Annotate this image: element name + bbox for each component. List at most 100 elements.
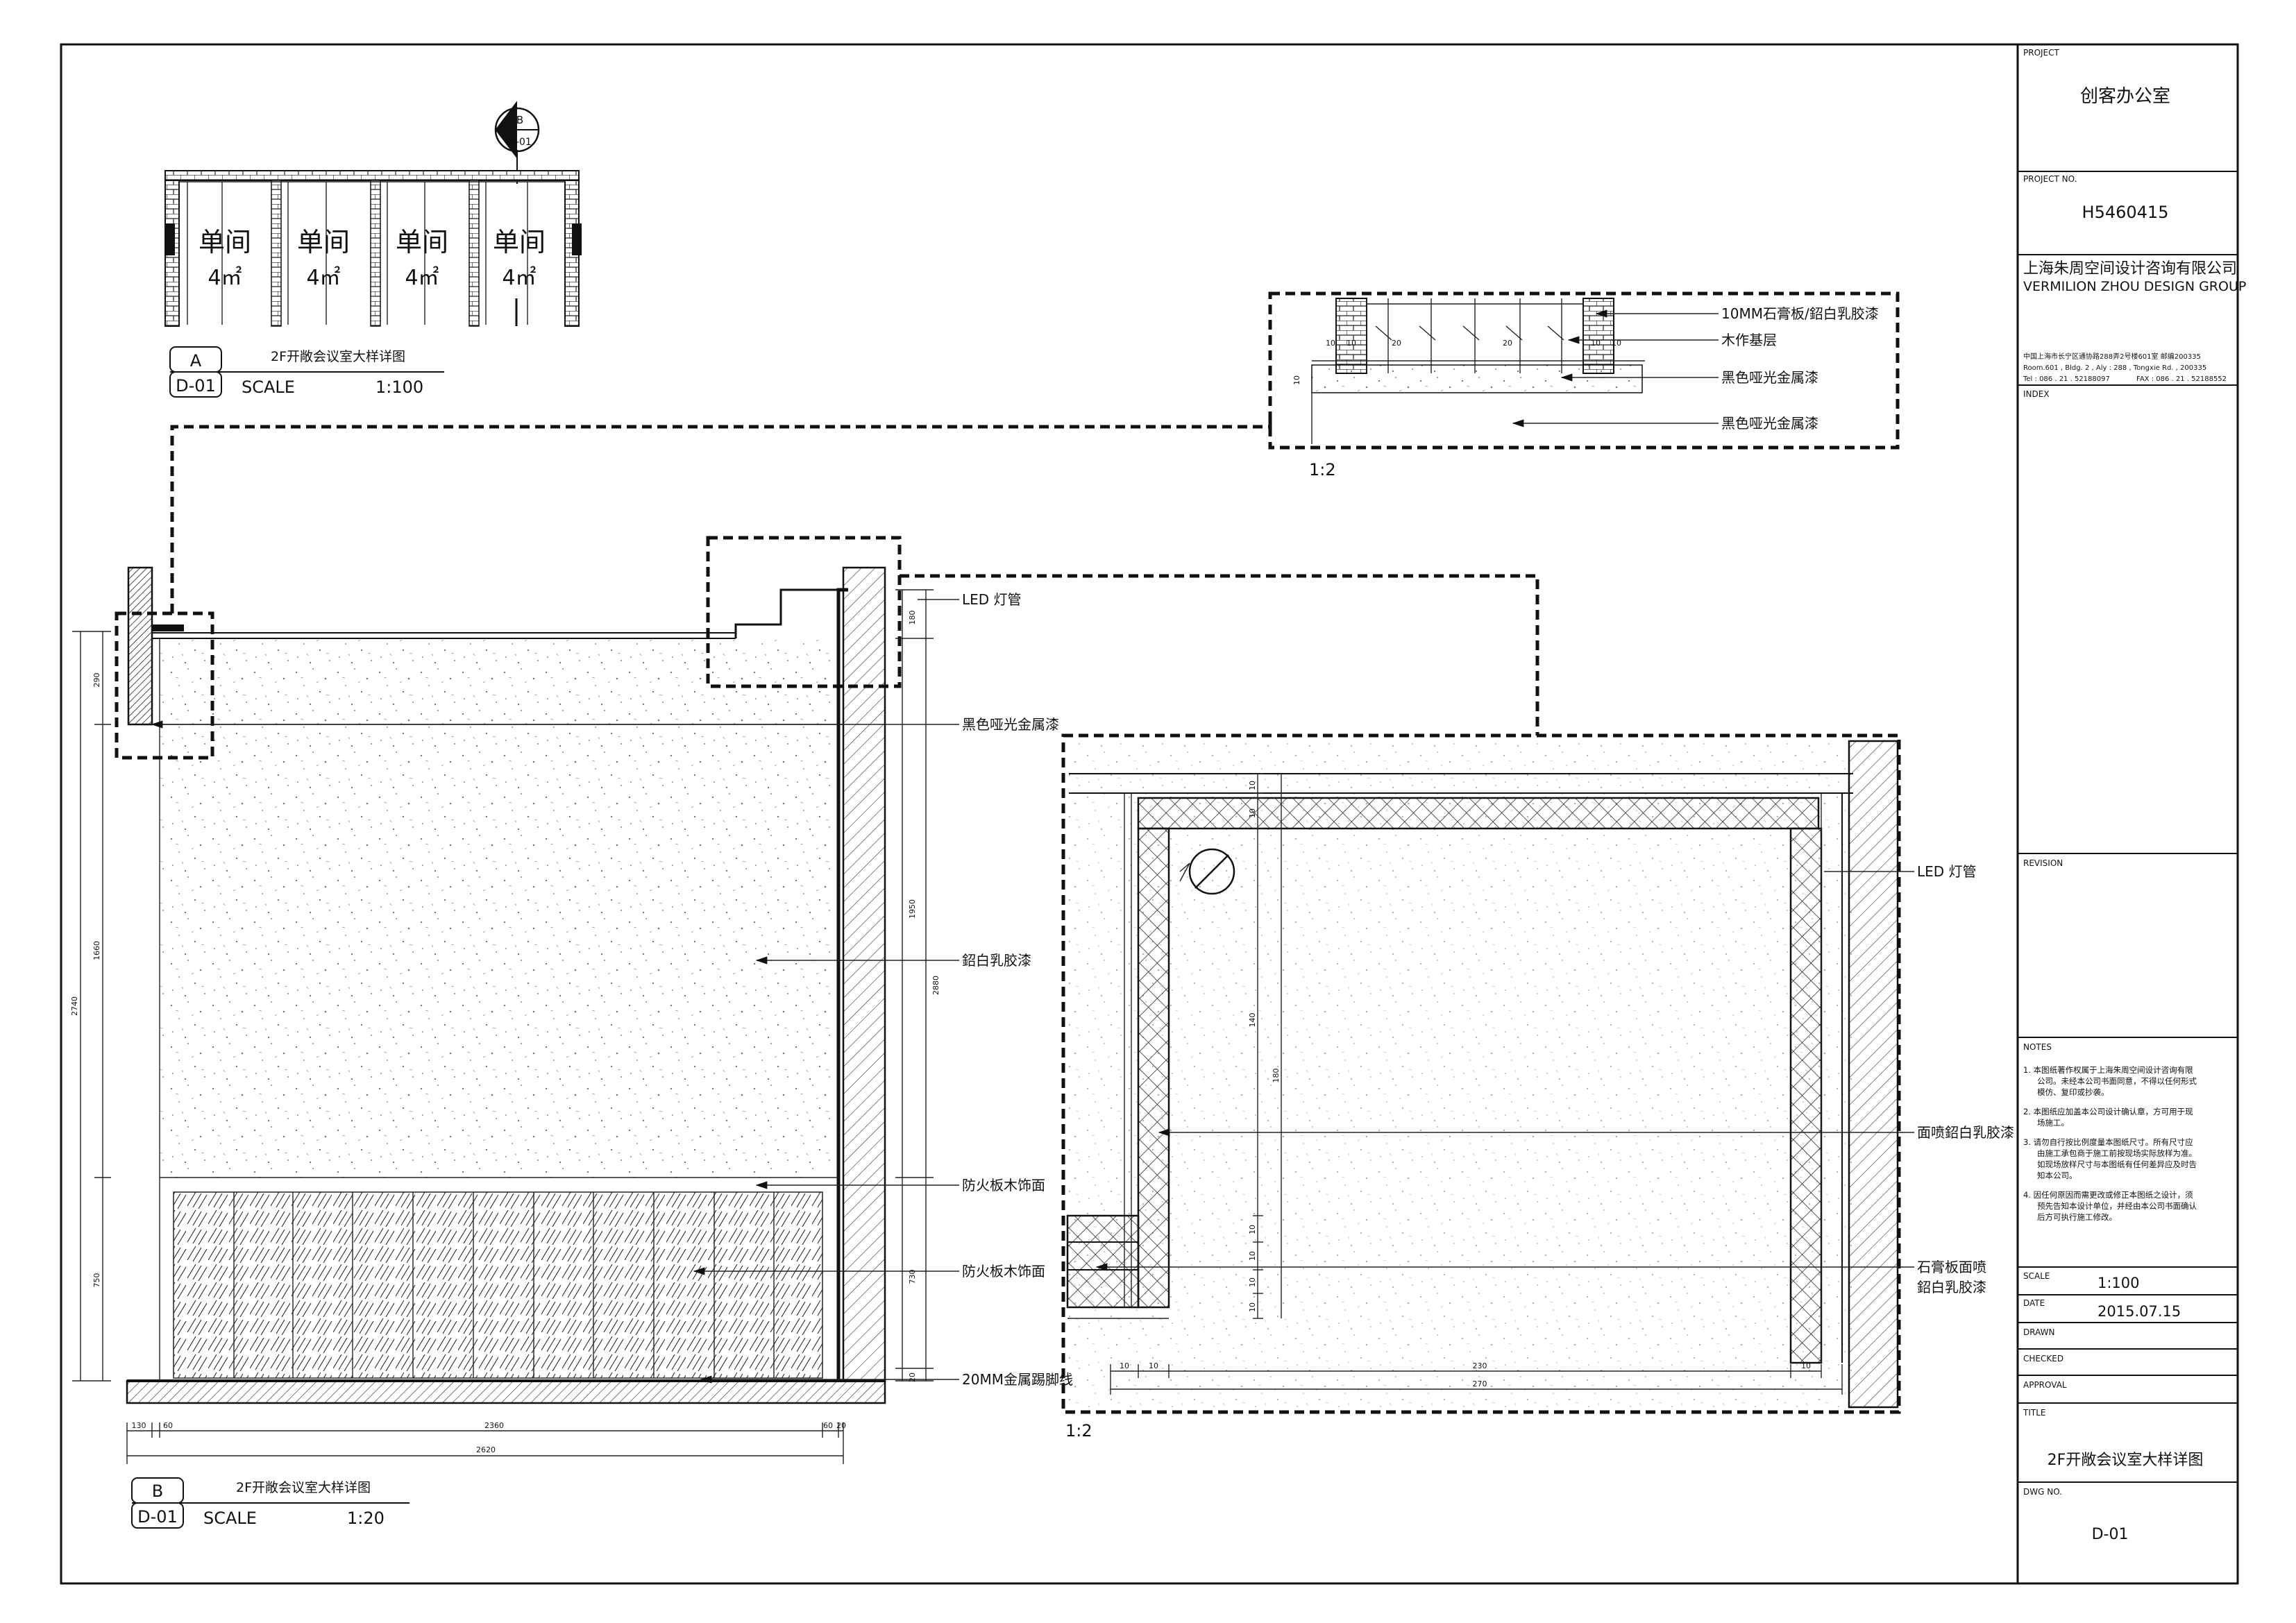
label-black-paint: 黑色哑光金属漆 — [962, 716, 1059, 733]
drawing-title: 2F开敞会议室大样详图 — [2048, 1452, 2204, 1469]
section-marker-icon: B D-01 — [494, 101, 540, 184]
company-name-cn: 上海朱周空间设计咨询有限公司 — [2023, 260, 2237, 278]
dim-text: 20 — [1503, 339, 1512, 348]
room-area: 4㎡ — [208, 266, 242, 290]
led-fixture-icon — [1179, 848, 1235, 895]
date-value: 2015.07.15 — [2097, 1303, 2181, 1320]
room-name: 单间 — [199, 227, 251, 257]
revision-label: REVISION — [2023, 858, 2063, 868]
dim-text: 10 — [1248, 808, 1257, 818]
label-wood-base: 木作基层 — [1721, 332, 1777, 348]
tag-sheet: D-01 — [176, 376, 216, 396]
right-dimensions: 180 1950 2880 730 20 — [895, 589, 940, 1382]
label-sprayed-latex: 面喷鉊白乳胶漆 — [1917, 1124, 2014, 1141]
dim-text: 1660 — [92, 941, 101, 960]
note-line: 知本公司。 — [2037, 1171, 2077, 1180]
note-line: 2. 本图纸应加盖本公司设计确认章，方可用于现 — [2023, 1107, 2193, 1116]
label-black-paint: 黑色哑光金属漆 — [1721, 369, 1818, 386]
dim-text: 10 — [1248, 781, 1257, 790]
scale-value: 1:100 — [2097, 1275, 2140, 1291]
label-black-paint: 黑色哑光金属漆 — [1721, 415, 1818, 432]
scale-label: SCALE — [2023, 1271, 2050, 1281]
dim-text: 10 — [1326, 339, 1335, 348]
dim-text: 10 — [1248, 1302, 1257, 1312]
dim-text: 230 — [1473, 1361, 1487, 1370]
dim-text: 1950 — [908, 899, 917, 919]
tag-sheet: D-01 — [137, 1507, 178, 1527]
dim-text: 180 — [908, 611, 917, 625]
note-line: 由施工承包商于施工前按现场实际放样为准。 — [2037, 1148, 2197, 1158]
label-gypsum: 10MM石膏板/鉊白乳胶漆 — [1721, 305, 1879, 322]
company-fax: FAX : 086 . 21 . 52188552 — [2136, 375, 2227, 383]
label-gypsum-spray: 石膏板面喷 — [1917, 1259, 1986, 1275]
label-fireboard-1: 防火板木饰面 — [962, 1177, 1045, 1193]
scale-label: SCALE — [242, 377, 295, 397]
drawing-tag-a: A D-01 2F开敞会议室大样详图 SCALE 1:100 — [169, 346, 444, 398]
dim-text: 10 — [1248, 1225, 1257, 1234]
dim-text: 10 — [1120, 1361, 1129, 1370]
project-name: 创客办公室 — [2080, 86, 2170, 107]
dim-text: 750 — [92, 1273, 101, 1288]
label-led: LED 灯管 — [962, 591, 1022, 608]
project-no-label: PROJECT NO. — [2023, 174, 2077, 184]
dim-text: 10 — [1801, 1361, 1811, 1370]
dim-text: 10 — [1149, 1361, 1158, 1370]
approval-label: APPROVAL — [2023, 1380, 2067, 1390]
dim-text: 20 — [836, 1421, 846, 1430]
room-name: 单间 — [493, 227, 546, 257]
dim-text: 20 — [1392, 339, 1401, 348]
index-label: INDEX — [2023, 389, 2050, 399]
dim-text: 2360 — [484, 1421, 504, 1430]
sheet-border — [60, 43, 2239, 1585]
note-line: 1. 本图纸著作权属于上海朱周空间设计咨询有限 — [2023, 1065, 2193, 1075]
scale-label: SCALE — [203, 1509, 257, 1528]
elevation-b: LED 灯管 黑色哑光金属漆 鉊白乳胶漆 防火板木饰面 防火板木饰面 20MM金… — [70, 412, 1539, 1529]
note-line: 3. 请勿自行按比例度量本图纸尺寸。所有尺寸应 — [2023, 1137, 2193, 1147]
room-area: 4㎡ — [306, 266, 340, 290]
detail-top: 10 10 20 20 10 10 10 10MM石膏板/鉊白乳胶漆 木作基层 … — [1268, 291, 1900, 479]
note-line: 场施工。 — [2037, 1118, 2069, 1128]
note-line: 预先告知本设计单位，并经由本公司书面确认 — [2037, 1201, 2197, 1211]
dim-text: 180 — [1272, 1069, 1281, 1083]
left-dimensions: 290 1660 2740 750 — [70, 631, 111, 1382]
dwg-no: D-01 — [2092, 1526, 2129, 1543]
scale-value: 1:20 — [347, 1509, 385, 1528]
dim-text: 10 — [1591, 339, 1601, 348]
dim-text: 20 — [908, 1373, 917, 1382]
annotation-group: LED 灯管 面喷鉊白乳胶漆 石膏板面喷 鉊白乳胶漆 — [1095, 863, 2014, 1295]
dim-text: 10 — [1347, 339, 1356, 348]
dim-text: 270 — [1473, 1379, 1487, 1388]
room-name: 单间 — [396, 227, 448, 257]
date-label: DATE — [2023, 1298, 2045, 1308]
detail-title: 2F开敞会议室大样详图 — [271, 349, 405, 364]
notes-label: NOTES — [2023, 1042, 2052, 1052]
company-address-cn: 中国上海市长宁区通协路288弄2号楼601室 邮编200335 — [2023, 352, 2201, 361]
note-line: 4. 因任何原因而需更改或修正本图纸之设计，须 — [2023, 1190, 2193, 1200]
dim-text: 2740 — [70, 996, 79, 1016]
project-label: PROJECT — [2023, 48, 2060, 58]
drawing-tag-b: B D-01 2F开敞会议室大样详图 SCALE 1:20 — [131, 1477, 410, 1529]
dwg-no-label: DWG NO. — [2023, 1487, 2062, 1497]
note-line: 如现场放样尺寸与本图纸有任何差异应及时告 — [2037, 1159, 2197, 1169]
dim-text: 10 — [1248, 1251, 1257, 1261]
room-area: 4㎡ — [405, 266, 439, 290]
dim-text: 730 — [908, 1270, 917, 1284]
dim-text: 130 — [132, 1421, 146, 1430]
scale-value: 1:100 — [375, 377, 423, 397]
dim-text: 10 — [1292, 375, 1301, 385]
detail-scale: 1:2 — [1309, 460, 1336, 479]
dim-text: 2620 — [476, 1445, 496, 1454]
note-line: 后方可执行施工修改。 — [2037, 1212, 2117, 1222]
annotation-group: LED 灯管 黑色哑光金属漆 鉊白乳胶漆 防火板木饰面 防火板木饰面 20MM金… — [151, 591, 1073, 1388]
detail-title: 2F开敞会议室大样详图 — [236, 1480, 371, 1495]
note-line: 公司。未经本公司书面同意，不得以任何形式 — [2037, 1076, 2197, 1086]
label-led: LED 灯管 — [1917, 863, 1977, 880]
section-marker-sheet: D-01 — [508, 137, 532, 148]
dim-text: 2880 — [931, 976, 940, 995]
section-marker-letter: B — [516, 114, 523, 126]
label-fireboard-2: 防火板木饰面 — [962, 1263, 1045, 1280]
label-skirting: 20MM金属踢脚线 — [962, 1371, 1073, 1388]
annotation-group: 10MM石膏板/鉊白乳胶漆 木作基层 黑色哑光金属漆 黑色哑光金属漆 — [1512, 305, 1879, 432]
room-area: 4㎡ — [502, 266, 536, 290]
title-block: PROJECT 创客办公室 PROJECT NO. H5460415 上海朱周空… — [2018, 48, 2246, 1543]
